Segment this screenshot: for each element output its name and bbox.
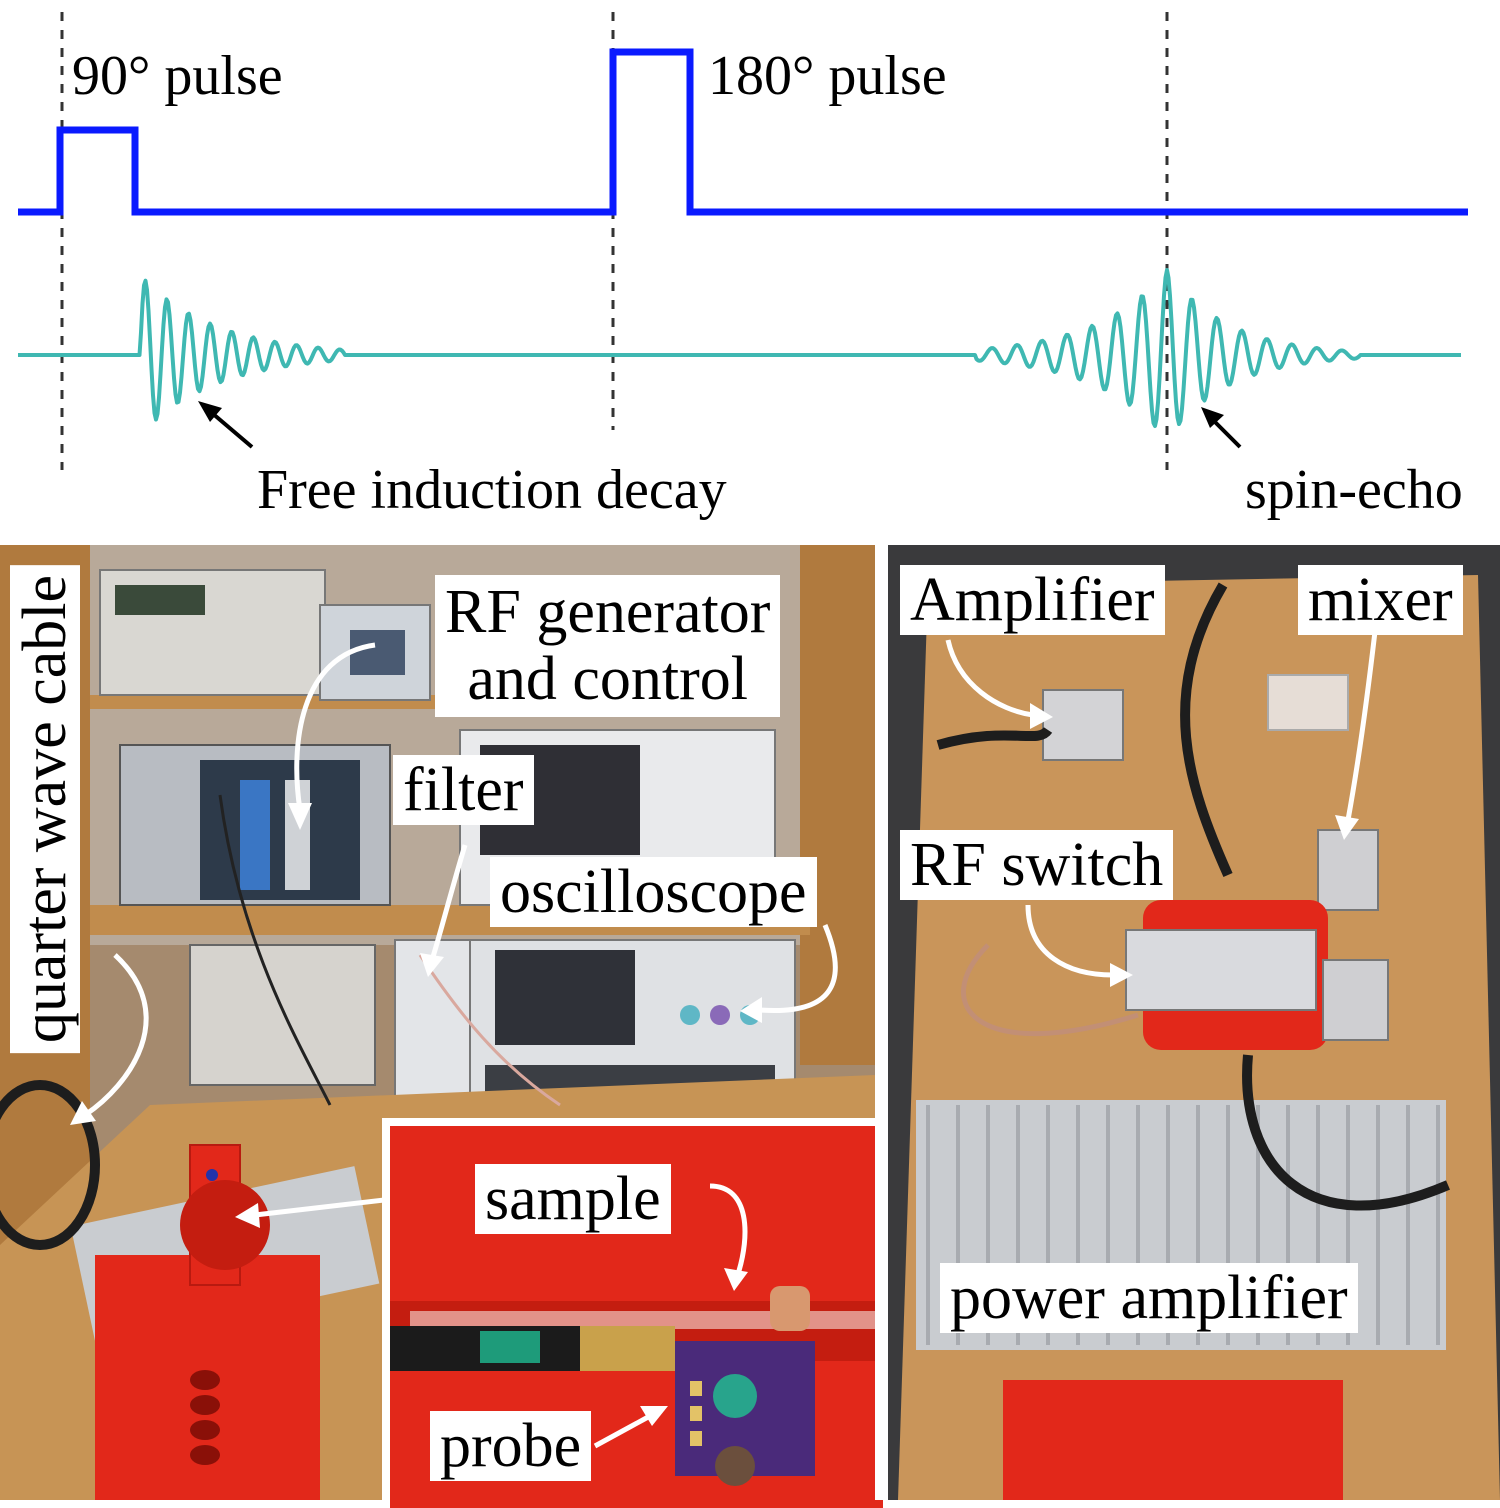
power-amplifier-callout: power amplifier [940, 1263, 1358, 1333]
pulse-trace [18, 48, 1468, 216]
rf-switch-callout: RF switch [900, 830, 1174, 900]
rf-generator-line2: and control [467, 644, 749, 713]
echo-arrow [1201, 407, 1242, 449]
fid-label: Free induction decay [257, 459, 727, 521]
rf-generator-line1: RF generator [445, 578, 771, 646]
timing-diagram [17, 12, 1468, 470]
probe-callout: probe [430, 1411, 592, 1481]
echo-label: spin-echo [1245, 459, 1463, 521]
signal-trace [17, 268, 1462, 428]
right-photo-illustration [888, 545, 1500, 1500]
filter-callout: filter [393, 755, 534, 825]
rf-generator-callout: RF generator and control [435, 575, 781, 717]
sample-callout: sample [475, 1164, 671, 1234]
oscilloscope-callout: oscilloscope [490, 857, 817, 927]
panel-gutter-vertical [875, 545, 888, 1500]
probe-inset-panel: sample probe [382, 1118, 883, 1508]
pulse-90-label: 90° pulse [72, 45, 283, 107]
fid-arrow [198, 401, 254, 449]
quarter-wave-callout: quarter wave cable [10, 565, 80, 1054]
amplifier-callout: Amplifier [900, 565, 1165, 635]
pulse-180-label: 180° pulse [708, 45, 947, 107]
mixer-callout: mixer [1298, 565, 1463, 635]
right-photo-panel: Amplifier mixer RF switch power amplifie… [888, 545, 1500, 1500]
